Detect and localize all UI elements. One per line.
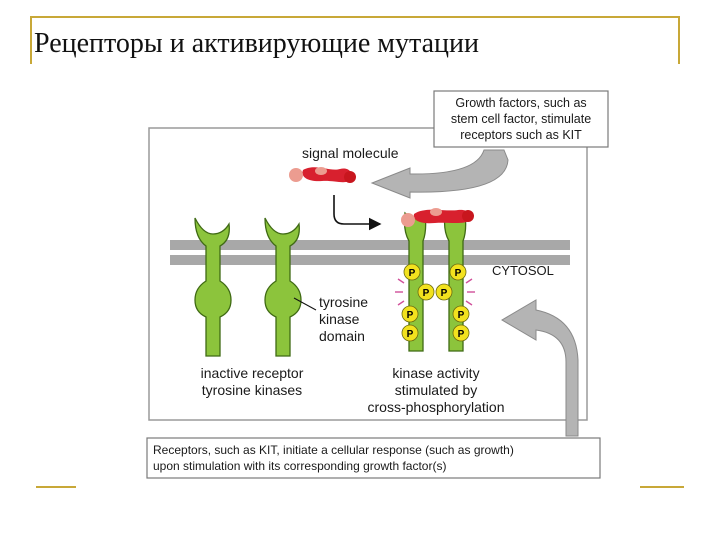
cytosol-label: CYTOSOL — [492, 263, 554, 278]
svg-text:P: P — [409, 268, 416, 279]
bound-signal-molecule-icon — [401, 208, 474, 227]
response-arrow-icon — [501, 299, 579, 437]
membrane-inner — [170, 255, 570, 265]
signal-molecule-icon — [289, 167, 356, 183]
bottom-left-rule — [36, 486, 76, 488]
phosphate-icon: P — [435, 283, 453, 301]
domain-label-line-2: kinase — [319, 311, 360, 327]
svg-text:P: P — [423, 288, 430, 299]
inactive-label-line-2: tyrosine kinases — [202, 382, 302, 398]
phosphate-icon: P — [452, 305, 470, 323]
inactive-label-line-1: inactive receptor — [201, 365, 304, 381]
bottom-right-rule — [640, 486, 684, 488]
bottom-callout-line-2: upon stimulation with its corresponding … — [153, 459, 446, 473]
top-callout: Growth factors, such as stem cell factor… — [433, 90, 609, 148]
phosphate-icon: P — [417, 283, 435, 301]
svg-text:P: P — [441, 288, 448, 299]
bottom-callout-line-1: Receptors, such as KIT, initiate a cellu… — [153, 443, 514, 457]
svg-text:P: P — [458, 310, 465, 321]
domain-label-line-1: tyrosine — [319, 294, 368, 310]
phosphate-icon: P — [449, 263, 467, 281]
domain-label-line-3: domain — [319, 328, 365, 344]
binding-arrow — [333, 195, 382, 231]
membrane-outer — [170, 240, 570, 250]
phosphate-group-set: P P P P P P P P — [401, 263, 470, 342]
active-label-line-2: stimulated by — [395, 382, 477, 398]
top-callout-line-2: stem cell factor, stimulate — [451, 112, 591, 126]
svg-text:P: P — [407, 310, 414, 321]
svg-text:P: P — [407, 329, 414, 340]
active-label-line-3: cross-phosphorylation — [368, 399, 505, 415]
input-arrow-icon — [370, 149, 509, 199]
left-rule — [30, 16, 32, 64]
top-callout-line-1: Growth factors, such as — [455, 96, 586, 110]
phosphate-icon: P — [452, 324, 470, 342]
page-title: Рецепторы и активирующие мутации — [34, 28, 479, 59]
domain-pointer-line — [293, 297, 317, 311]
svg-text:P: P — [458, 329, 465, 340]
signal-molecule-label: signal molecule — [302, 145, 399, 161]
active-label-line-1: kinase activity — [392, 365, 479, 381]
bottom-callout: Receptors, such as KIT, initiate a cellu… — [146, 437, 601, 479]
right-rule — [678, 16, 680, 64]
phosphate-icon: P — [401, 324, 419, 342]
phosphate-icon: P — [403, 263, 421, 281]
top-rule — [30, 16, 680, 18]
svg-text:P: P — [455, 268, 462, 279]
figure-frame — [148, 127, 588, 421]
phosphate-icon: P — [401, 305, 419, 323]
top-callout-line-3: receptors such as KIT — [460, 128, 582, 142]
